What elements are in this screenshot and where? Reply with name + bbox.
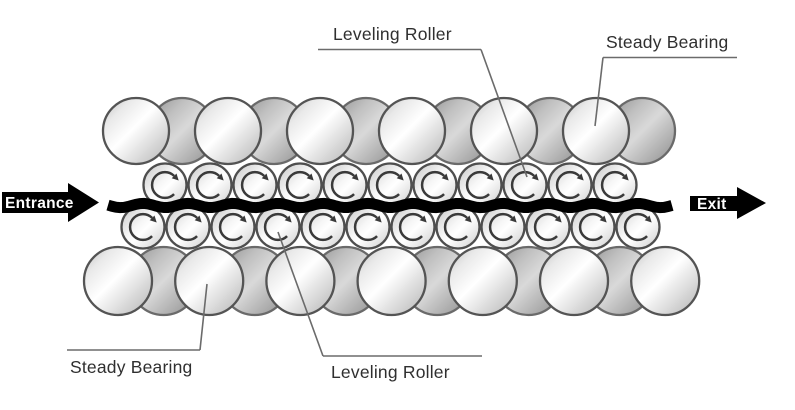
rotation-arrow-arc — [218, 212, 243, 242]
rotation-arrow-head — [329, 215, 337, 223]
pointer-steady-bearing-bottom — [199, 283, 208, 351]
rotation-arrow-arc — [353, 212, 378, 242]
rotation-arrow-head — [576, 173, 584, 181]
rotation-arrow-arc — [308, 212, 333, 242]
steady-bearing-disc — [377, 96, 447, 166]
rotation-arrow-head — [239, 215, 247, 223]
steady-bearing-disc — [285, 96, 355, 166]
lower-steady-bearings-row — [82, 245, 701, 317]
rotation-arrow-arc — [443, 212, 468, 242]
rotation-arrow-arc — [375, 170, 400, 200]
steady-bearing-disc — [561, 96, 631, 166]
rotation-arrow-arc — [173, 212, 198, 242]
rotation-arrow-head — [509, 215, 517, 223]
steady-bearing-disc — [630, 245, 701, 317]
label-pointer-lines — [67, 48, 737, 357]
label-leveling-roller-bottom: Leveling Roller — [331, 362, 450, 382]
metal-strip — [106, 197, 674, 214]
rotation-arrow-head — [149, 215, 157, 223]
rotation-arrow-arc — [420, 170, 445, 200]
rotation-arrow-arc — [533, 212, 558, 242]
rotation-arrow-head — [261, 173, 269, 181]
upper-leveling-rollers-row — [142, 162, 638, 208]
steady-bearing-disc — [82, 245, 154, 317]
rotation-arrow-arc — [240, 170, 265, 200]
rotation-arrow-head — [486, 173, 494, 181]
steady-bearing-disc — [193, 96, 263, 166]
rotation-arrow-head — [374, 215, 382, 223]
entrance-arrow-shape — [2, 183, 99, 222]
rotation-arrow-head — [554, 215, 562, 223]
rotation-arrow-head — [171, 173, 179, 181]
rotation-arrow-arc — [465, 170, 490, 200]
rotation-arrow-head — [464, 215, 472, 223]
rotation-arrow-head — [396, 173, 404, 181]
rotation-arrow-head — [599, 215, 607, 223]
rotation-arrow-head — [441, 173, 449, 181]
pointer-steady-bearing-top — [594, 57, 604, 127]
label-steady-bearing-bottom: Steady Bearing — [70, 357, 192, 377]
rotation-arrow-head — [194, 215, 202, 223]
rotation-arrow-head — [531, 173, 539, 181]
steady-bearing-disc — [265, 245, 336, 317]
rotation-arrow-arc — [150, 170, 175, 200]
steady-bearing-disc — [447, 245, 518, 317]
rotation-arrow-arc — [578, 212, 603, 242]
steady-bearing-disc — [469, 96, 539, 166]
rotation-arrow-arc — [263, 212, 288, 242]
rotation-arrow-head — [351, 173, 359, 181]
rotation-arrow-arc — [330, 170, 355, 200]
exit-arrow-label: Exit — [697, 196, 727, 213]
rotation-arrow-head — [284, 215, 292, 223]
rotation-arrow-arc — [195, 170, 220, 200]
rotation-arrow-head — [621, 173, 629, 181]
steady-bearing-disc — [356, 245, 427, 317]
label-steady-bearing-top: Steady Bearing — [606, 32, 728, 52]
rotation-arrow-arc — [555, 170, 580, 200]
rotation-arrow-arc — [623, 212, 648, 242]
rotation-arrow-head — [644, 215, 652, 223]
entrance-arrow: Entrance — [2, 183, 99, 222]
rotation-arrow-arc — [600, 170, 625, 200]
pointer-leveling-roller-bottom — [277, 231, 324, 357]
rotation-arrow-arc — [510, 170, 535, 200]
label-leveling-roller-top: Leveling Roller — [333, 24, 452, 44]
rotation-arrow-head — [216, 173, 224, 181]
steady-bearing-disc — [174, 245, 245, 317]
steady-bearing-disc — [538, 245, 610, 317]
steady-bearing-disc — [101, 96, 171, 166]
rotation-arrow-head — [419, 215, 427, 223]
exit-arrow: Exit — [690, 187, 766, 219]
rotation-arrow-arc — [285, 170, 310, 200]
rotation-arrow-arc — [128, 212, 153, 242]
entrance-arrow-label: Entrance — [5, 195, 74, 212]
upper-steady-bearings-row — [101, 96, 677, 166]
pointer-leveling-roller-top — [480, 49, 528, 178]
rotation-arrow-arc — [398, 212, 423, 242]
exit-arrow-shape — [690, 187, 766, 219]
rotation-arrow-arc — [488, 212, 513, 242]
rotation-arrow-head — [306, 173, 314, 181]
